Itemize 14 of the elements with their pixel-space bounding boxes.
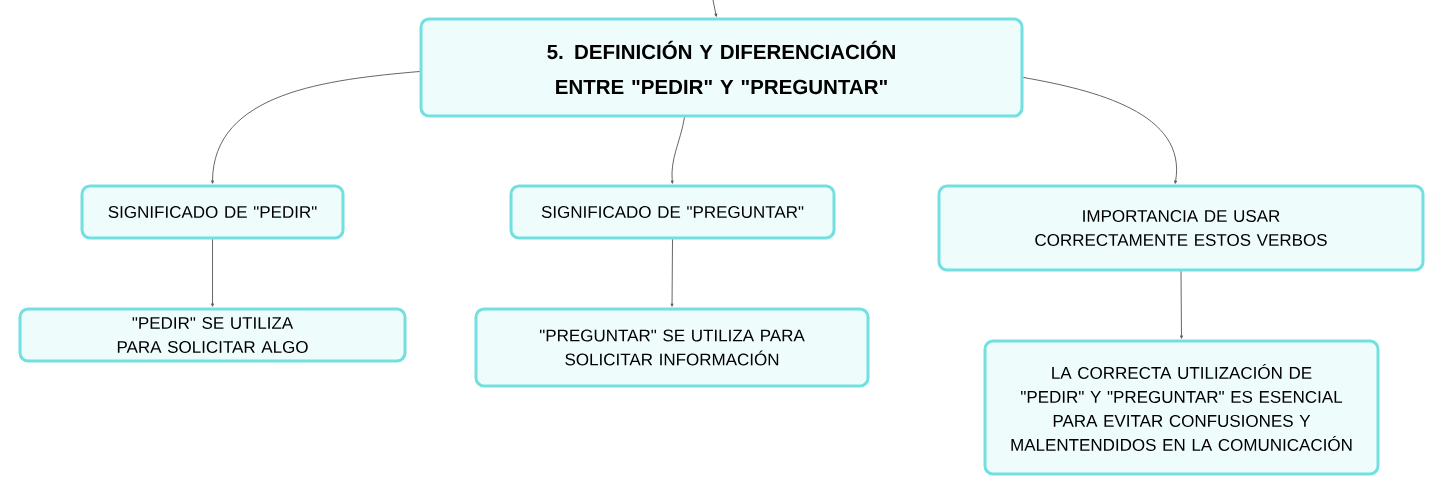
detail-box: LA CORRECTA UTILIZACIÓN DE "PEDIR" Y "PREGUNTAR" ES ESENCIAL PARA EVITAR CONFUSIONES Y MALENTENDIDOS EN LA COMUNICACIÓN: [983, 339, 1380, 476]
detail-box: "PEDIR" SE UTILIZA PARA SOLICITAR ALGO: [18, 307, 407, 363]
curved-arrow: [670, 117, 685, 184]
curved-arrow: [1023, 77, 1178, 184]
topic-box: SIGNIFICADO DE "PEDIR": [80, 184, 345, 240]
arrow: [211, 239, 214, 307]
topic-box: SIGNIFICADO DE "PREGUNTAR": [509, 184, 836, 240]
arrow: [712, 0, 718, 17]
detail-box: "PREGUNTAR" SE UTILIZA PARA SOLICITAR INFORMACIÓN: [474, 307, 870, 388]
arrow: [1180, 271, 1183, 339]
title-box: 5. DEFINICIÓN Y DIFERENCIACIÓN ENTRE "PEDIR" Y "PREGUNTAR": [419, 17, 1024, 118]
curved-arrow: [211, 71, 420, 184]
arrow: [670, 239, 674, 307]
topic-box: IMPORTANCIA DE USAR CORRECTAMENTE ESTOS VERBOS: [937, 184, 1425, 272]
